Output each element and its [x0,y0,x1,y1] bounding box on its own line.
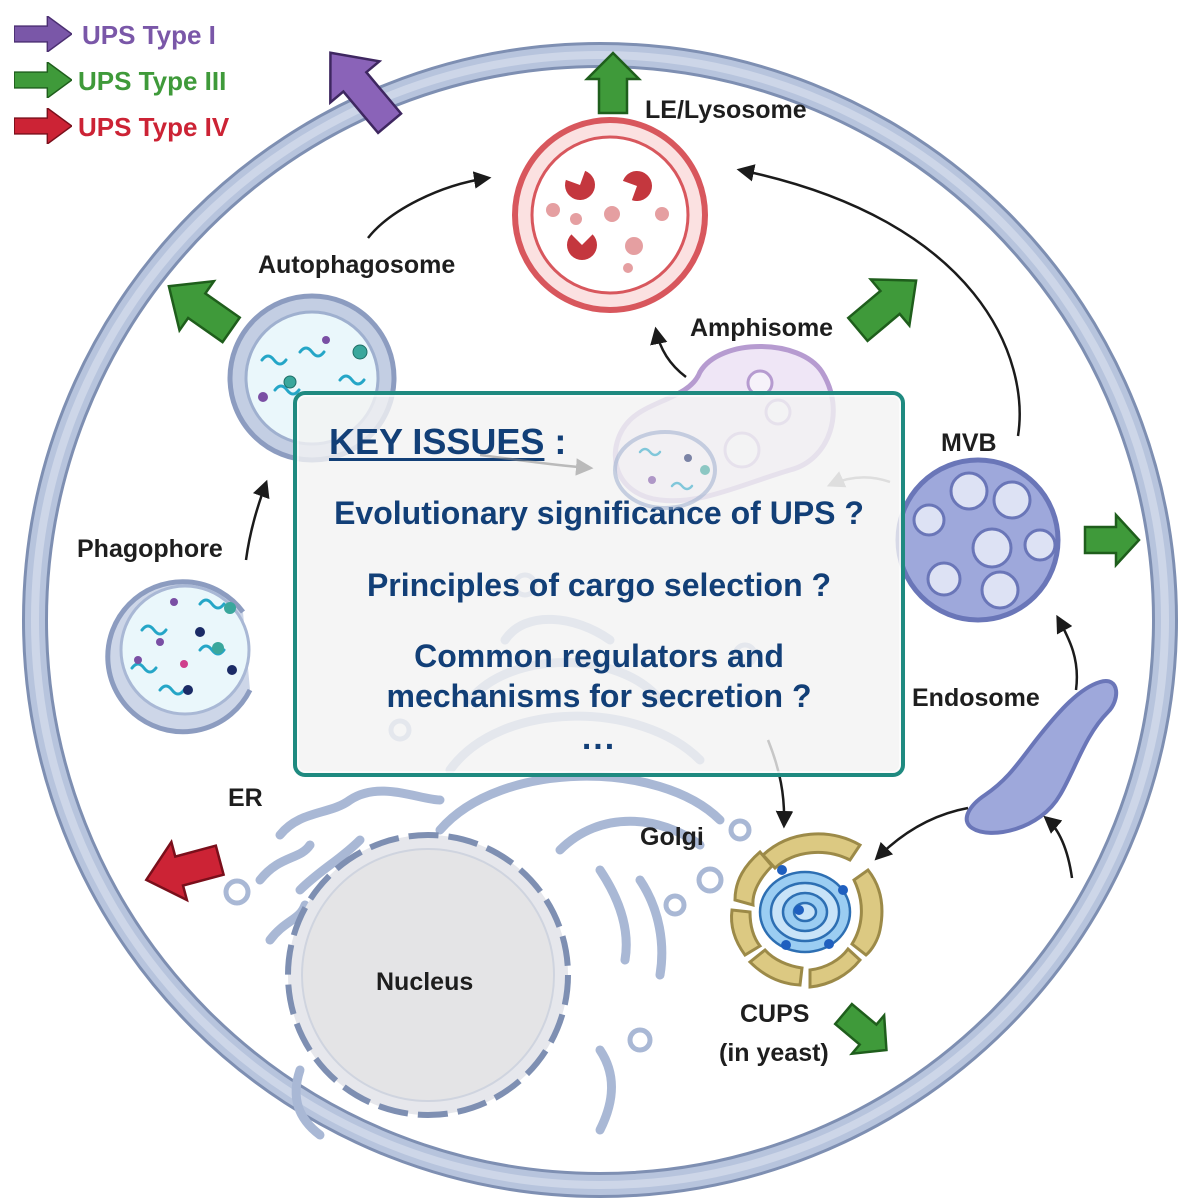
legend-item-type-i: UPS Type I [14,16,216,52]
green-arrow-amphisome-icon [846,278,918,343]
lysosome [512,117,708,313]
key-question-1: Evolutionary significance of UPS ? [334,495,864,531]
flow-arrow-phagophore-to-autophagosome [244,479,270,561]
endosome-label: Endosome [912,684,1040,712]
er-label: ER [228,784,263,812]
flow-arrow-amphisome-to-lysosome [650,326,687,378]
key-question-3-line1: Common regulators and [414,638,784,674]
legend-item-type-iv: UPS Type IV [14,108,230,144]
nucleus [285,832,571,1118]
mvb [895,457,1061,623]
flow-arrow-endosome-to-mvb [1056,614,1079,691]
cups-label-line1: CUPS [740,1000,809,1028]
cups [730,832,884,989]
cups-label-line2: (in yeast) [719,1039,829,1067]
endosome [964,679,1119,835]
legend: UPS Type I UPS Type III UPS Type IV [14,16,230,144]
autophagosome-label: Autophagosome [258,251,455,279]
red-arrow-er-icon [144,839,226,903]
mvb-label: MVB [941,429,997,457]
legend-label: UPS Type III [78,66,226,96]
key-issues-heading: KEY ISSUES [329,421,545,462]
key-issues-ellipsis: ... [581,719,617,757]
key-issues-box: KEY ISSUES : Evolutionary significance o… [293,391,905,777]
key-question-3-line2: mechanisms for secretion ? [386,678,812,714]
key-issues-colon: : [544,421,567,462]
flow-arrow-membrane-to-endosome [1043,815,1074,879]
legend-item-type-iii: UPS Type III [14,62,226,98]
ups-type-i-arrow-icon [329,51,403,135]
green-arrow-lysosome-icon [583,51,643,115]
flow-arrow-autophagosome-to-lysosome [367,171,492,239]
green-arrow-autophagosome-icon [167,279,242,344]
key-question-3: Common regulators and mechanisms for sec… [297,636,901,716]
lysosome-label: LE/Lysosome [645,96,807,124]
legend-arrow-icon [14,62,72,98]
green-arrow-cups-icon [833,1002,888,1056]
legend-arrow-icon [14,108,72,144]
nucleus-label: Nucleus [376,968,473,996]
cell-membrane [22,42,1178,1198]
key-question-2: Principles of cargo selection ? [366,567,832,603]
phagophore-label: Phagophore [77,535,223,563]
amphisome-label: Amphisome [690,314,833,342]
key-issues-title: KEY ISSUES : [329,421,566,463]
flow-arrows [244,164,1079,879]
flow-arrow-endosome-to-cups [874,806,969,861]
legend-label: UPS Type IV [78,112,230,142]
flow-arrow-mvb-to-lysosome [736,164,1021,437]
green-arrow-mvb-icon [1083,511,1141,569]
er [255,786,667,1140]
phagophore [105,579,253,735]
legend-arrow-icon [14,16,72,52]
golgi-label: Golgi [640,823,704,851]
legend-label: UPS Type I [82,20,216,50]
